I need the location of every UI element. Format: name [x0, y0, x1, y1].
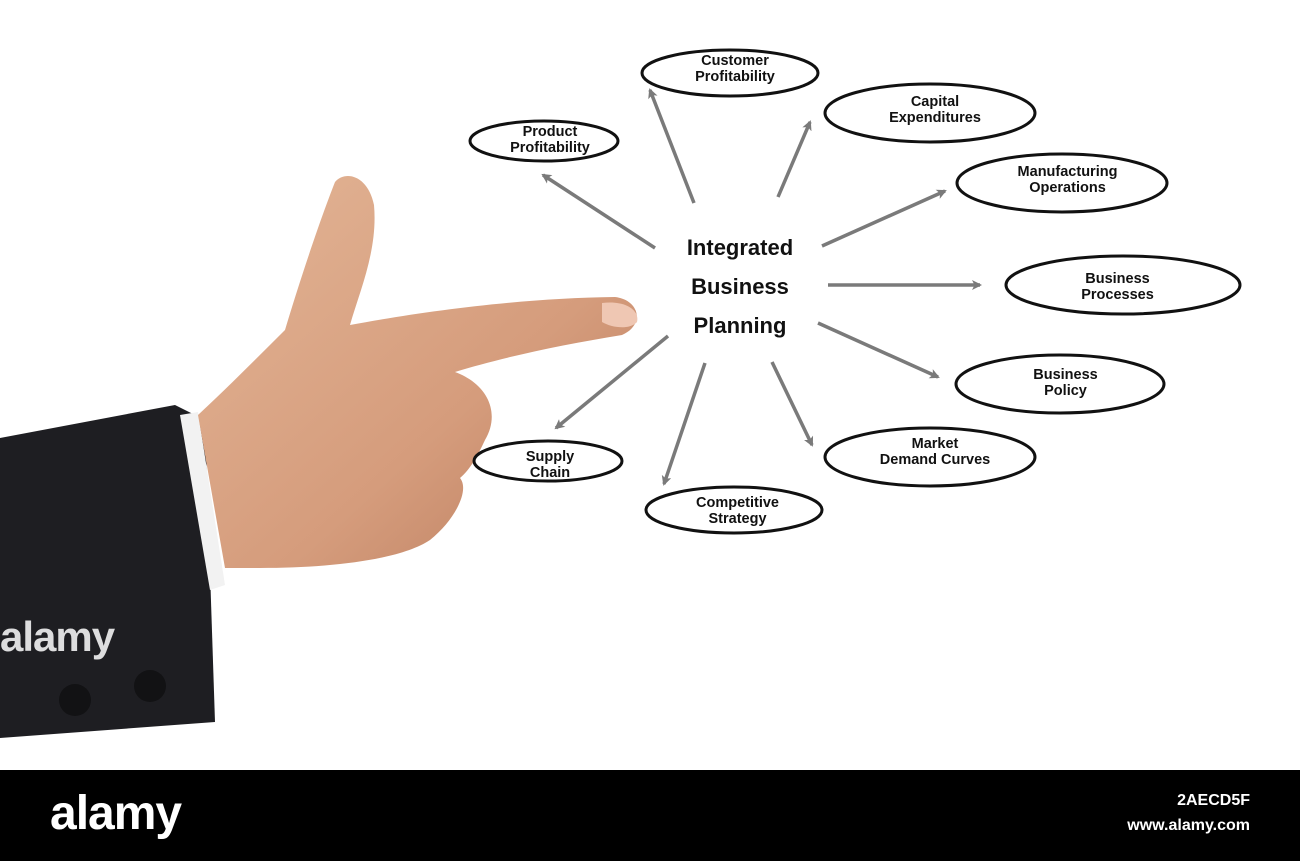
ellipse-capital-expenditures [823, 82, 1037, 144]
site-url: www.alamy.com [1127, 817, 1250, 834]
ellipse-customer-profitability [640, 48, 820, 98]
node-product-profitability: Product Profitability [510, 124, 590, 156]
center-topic: Integrated Business Planning [686, 235, 794, 338]
ellipse-supply-chain [472, 439, 624, 483]
node-manufacturing-operations: Manufacturing Operations [1017, 164, 1118, 196]
hand [198, 175, 637, 569]
arrows [541, 88, 982, 486]
node-capital-expenditures: Capital Expenditures [889, 94, 981, 126]
ellipse-manufacturing-operations [955, 152, 1169, 214]
watermark-overlay: alamy [0, 613, 115, 660]
arrow-market-demand-curves [770, 361, 814, 447]
node-supply-chain: Supply Chain [525, 449, 575, 481]
ellipse-market-demand-curves [823, 426, 1037, 488]
fingernail [602, 302, 638, 328]
diagram-svg [0, 48, 1242, 738]
node-business-policy: Business Policy [1033, 367, 1098, 399]
footer-bar: alamy 2AECD5F www.alamy.com [0, 770, 1300, 861]
sleeve-button [134, 670, 166, 702]
ellipse-business-policy [954, 353, 1166, 415]
arrow-business-policy [817, 321, 940, 379]
ellipse-competitive-strategy [644, 485, 824, 535]
sleeve-button [59, 684, 91, 716]
arrow-capital-expenditures [776, 120, 812, 198]
node-customer-profitability: Customer Profitability [695, 53, 775, 85]
node-business-processes: Business Processes [1081, 271, 1154, 303]
node-market-demand-curves: Market Demand Curves [879, 436, 991, 468]
arrow-supply-chain [554, 334, 670, 430]
ellipse-business-processes [1004, 254, 1242, 316]
ellipses [468, 48, 1242, 535]
suit-sleeve [0, 405, 215, 738]
hand-illustration [0, 175, 638, 738]
footer-logo: alamy [50, 787, 182, 840]
arrow-manufacturing-operations [821, 189, 947, 248]
node-competitive-strategy: Competitive Strategy [696, 495, 779, 527]
arrow-competitive-strategy [661, 362, 707, 486]
arrow-customer-profitability [648, 88, 696, 204]
diagram-canvas: Integrated Business Planning Customer Pr… [0, 48, 1242, 738]
image-id: 2AECD5F [1177, 792, 1250, 809]
shirt-cuff [180, 412, 225, 590]
ellipse-product-profitability [468, 119, 620, 163]
arrow-product-profitability [541, 173, 656, 250]
